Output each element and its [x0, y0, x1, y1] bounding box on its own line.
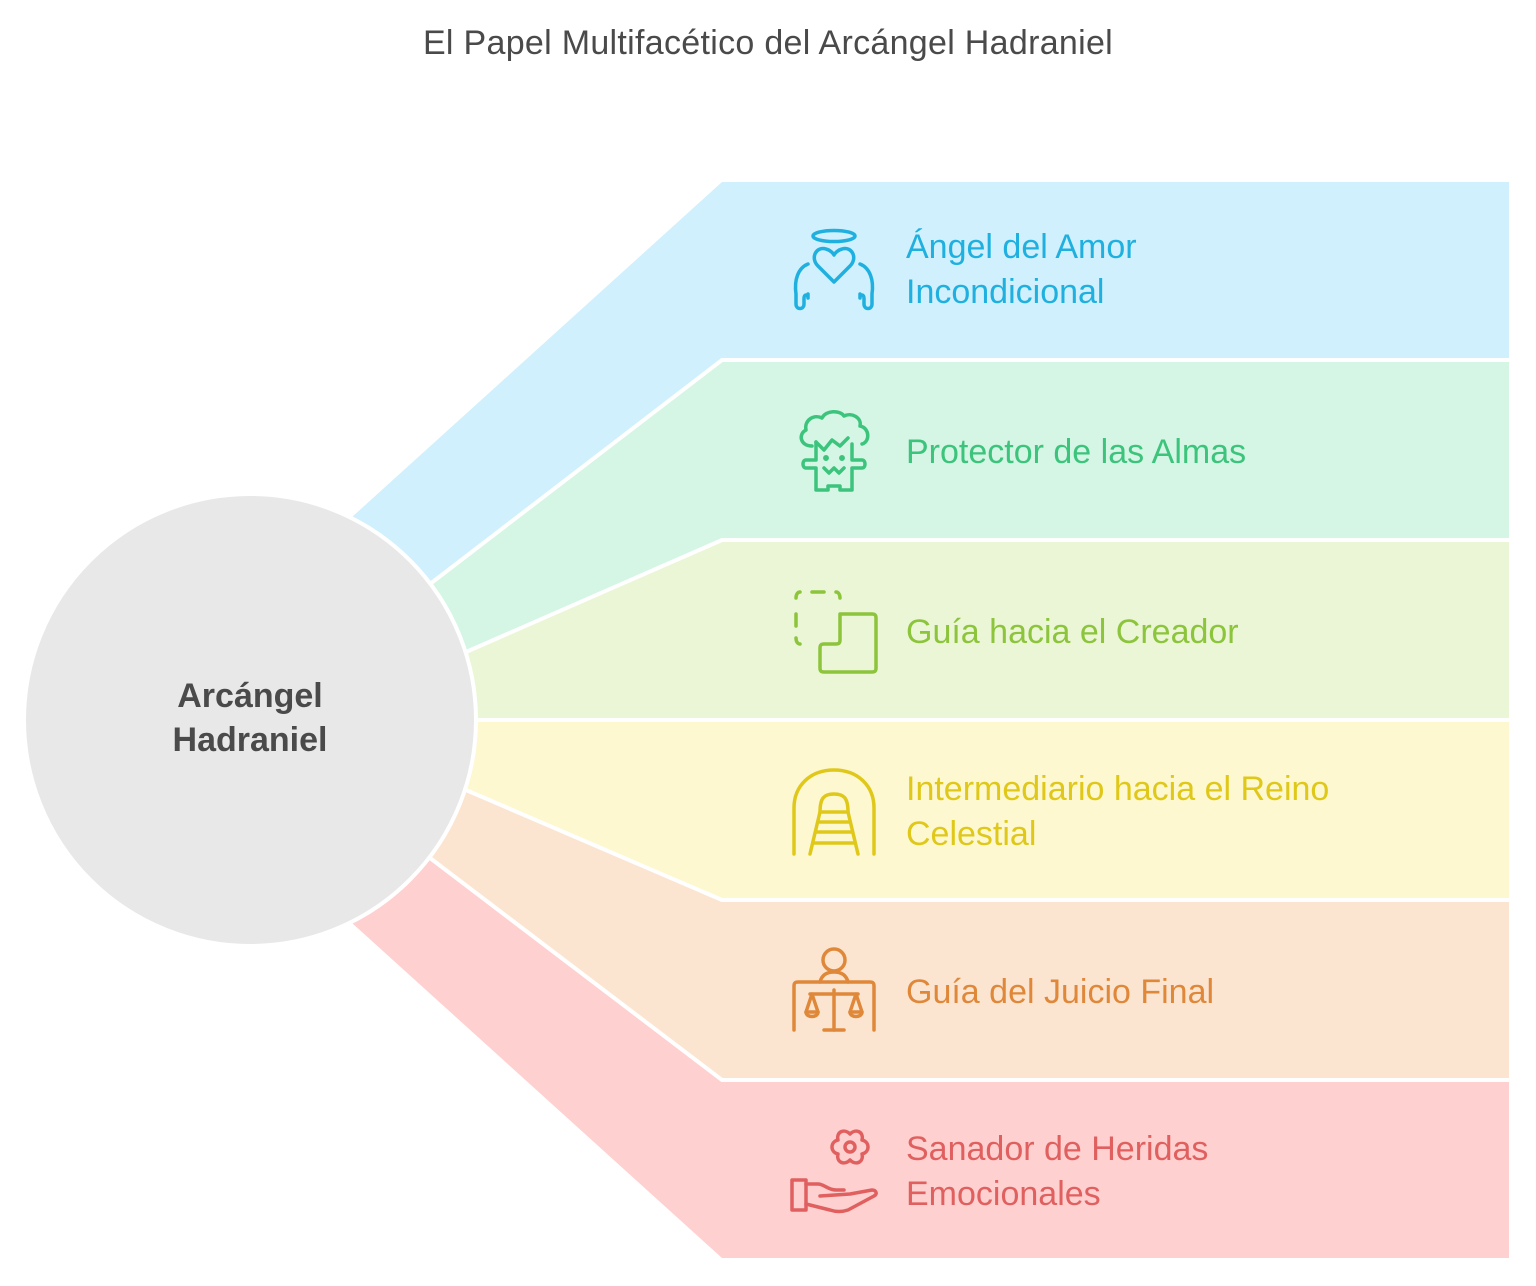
- role-label-line1: Intermediario hacia el Reino: [906, 770, 1330, 808]
- center-node-label: Arcángel Hadraniel: [26, 674, 474, 762]
- tunnel-ladder-icon: [792, 768, 876, 856]
- band-3: [466, 542, 1509, 718]
- role-item-final-judgment: Guía del Juicio Final: [786, 944, 1506, 1040]
- role-label: Sanador de Heridas Emocionales: [906, 1127, 1208, 1217]
- role-label-line2: Celestial: [906, 815, 1037, 853]
- role-label: Protector de las Almas: [906, 430, 1246, 475]
- role-label-line1: Ángel del Amor: [906, 228, 1137, 266]
- role-label-line2: Emocionales: [906, 1175, 1101, 1213]
- role-label-line2: Incondicional: [906, 273, 1105, 311]
- band-6: [352, 858, 1509, 1258]
- role-label: Guía hacia el Creador: [906, 610, 1239, 655]
- role-item-angel-of-love: Ángel del Amor Incondicional: [786, 222, 1506, 318]
- role-label-line1: Protector de las Almas: [906, 432, 1247, 471]
- role-item-intermediary: Intermediario hacia el Reino Celestial: [786, 764, 1506, 860]
- role-label-line1: Guía del Juicio Final: [906, 972, 1215, 1011]
- diagram-title: El Papel Multifacético del Arcángel Hadr…: [422, 24, 1114, 62]
- center-label-line2: Hadraniel: [172, 721, 328, 759]
- role-label-line1: Sanador de Heridas: [906, 1130, 1209, 1168]
- role-label: Ángel del Amor Incondicional: [906, 225, 1137, 315]
- judge-scales-icon: [792, 947, 876, 1032]
- role-item-emotional-healer: Sanador de Heridas Emocionales: [786, 1124, 1506, 1220]
- path-steps-icon: [794, 590, 878, 674]
- center-node: [22, 492, 478, 948]
- tree-guardian-icon: [799, 410, 870, 492]
- band-1: [352, 182, 1509, 584]
- role-item-soul-protector: Protector de las Almas: [786, 404, 1506, 500]
- band-5: [430, 790, 1509, 1078]
- role-label: Intermediario hacia el Reino Celestial: [906, 767, 1329, 857]
- band-2: [430, 362, 1509, 652]
- role-label: Guía del Juicio Final: [906, 970, 1214, 1015]
- center-label-line1: Arcángel: [177, 677, 323, 715]
- band-4: [466, 722, 1509, 898]
- role-item-guide-to-creator: Guía hacia el Creador: [786, 584, 1506, 680]
- angel-heart-icon: [793, 228, 875, 311]
- hand-flower-icon: [790, 1129, 878, 1214]
- role-label-line1: Guía hacia el Creador: [906, 612, 1239, 651]
